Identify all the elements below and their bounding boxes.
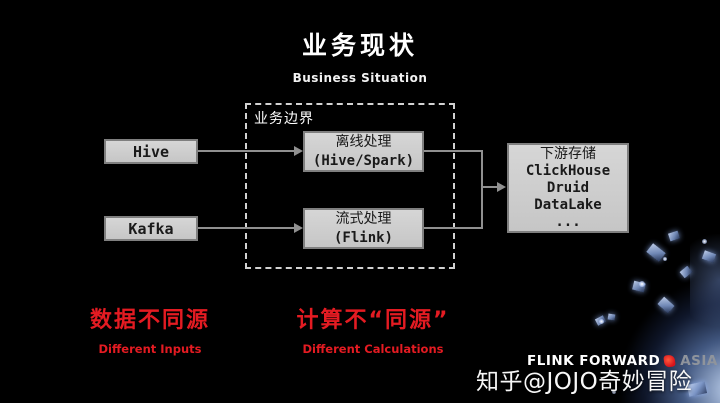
kafka-source-node: Kafka [104, 216, 198, 241]
business-boundary-box: 业务边界 [245, 103, 455, 269]
decor-light-dot [599, 319, 604, 324]
storage-ellipsis: ... [555, 213, 581, 230]
hive-to-offline-line [198, 150, 295, 152]
page-title: 业务现状 [301, 31, 418, 60]
offline-processing-node: 离线处理 (Hive/Spark) [303, 131, 424, 172]
title-block: 业务现状 Business Situation [0, 26, 720, 85]
blue-glow-edge [690, 220, 720, 340]
decor-light-dot [639, 281, 645, 287]
merge-vertical-line [481, 150, 483, 229]
hive-source-node: Hive [104, 139, 198, 164]
storage-clickhouse: ClickHouse [525, 162, 611, 179]
decor-cube [679, 265, 693, 279]
stream-processing-node: 流式处理 (Flink) [303, 208, 424, 249]
storage-druid: Druid [546, 179, 590, 196]
page-subtitle: Business Situation [292, 71, 428, 85]
storage-title: 下游存储 [540, 145, 596, 162]
offline-processing-label-en: (Hive/Spark) [312, 152, 415, 169]
downstream-storage-node: 下游存储 ClickHouse Druid DataLake ... [507, 143, 629, 233]
zhihu-watermark: 知乎@JOJO奇妙冒险 [476, 369, 693, 395]
storage-datalake: DataLake [534, 196, 602, 213]
merge-to-storage-line [481, 186, 498, 188]
highlight-different-calculations: 计算不“同源” Different Calculations [278, 302, 468, 356]
stream-processing-label-zh: 流式处理 [335, 210, 392, 227]
merge-to-storage-arrow-icon [497, 182, 506, 192]
highlight-inputs-zh: 数据不同源 [89, 308, 210, 333]
offline-processing-label-zh: 离线处理 [335, 133, 392, 150]
stream-processing-label-en: (Flink) [333, 229, 393, 246]
business-boundary-label: 业务边界 [254, 111, 314, 127]
offline-merge-line [424, 150, 483, 152]
hive-to-offline-arrow-icon [294, 146, 303, 156]
decor-cube [668, 230, 680, 242]
decor-light-dot [702, 239, 707, 244]
stream-merge-line [424, 227, 483, 229]
decor-light-dot [663, 257, 667, 261]
highlight-calculations-en: Different Calculations [302, 342, 444, 356]
decor-cube [657, 296, 675, 314]
kafka-to-stream-arrow-icon [294, 223, 303, 233]
highlight-different-inputs: 数据不同源 Different Inputs [65, 302, 235, 356]
highlight-calculations-zh: 计算不“同源” [296, 308, 450, 333]
decor-light-dot [612, 390, 616, 394]
decor-cube [607, 313, 616, 321]
kafka-to-stream-line [198, 227, 295, 229]
highlight-inputs-en: Different Inputs [98, 342, 202, 356]
decor-cube [701, 250, 717, 263]
